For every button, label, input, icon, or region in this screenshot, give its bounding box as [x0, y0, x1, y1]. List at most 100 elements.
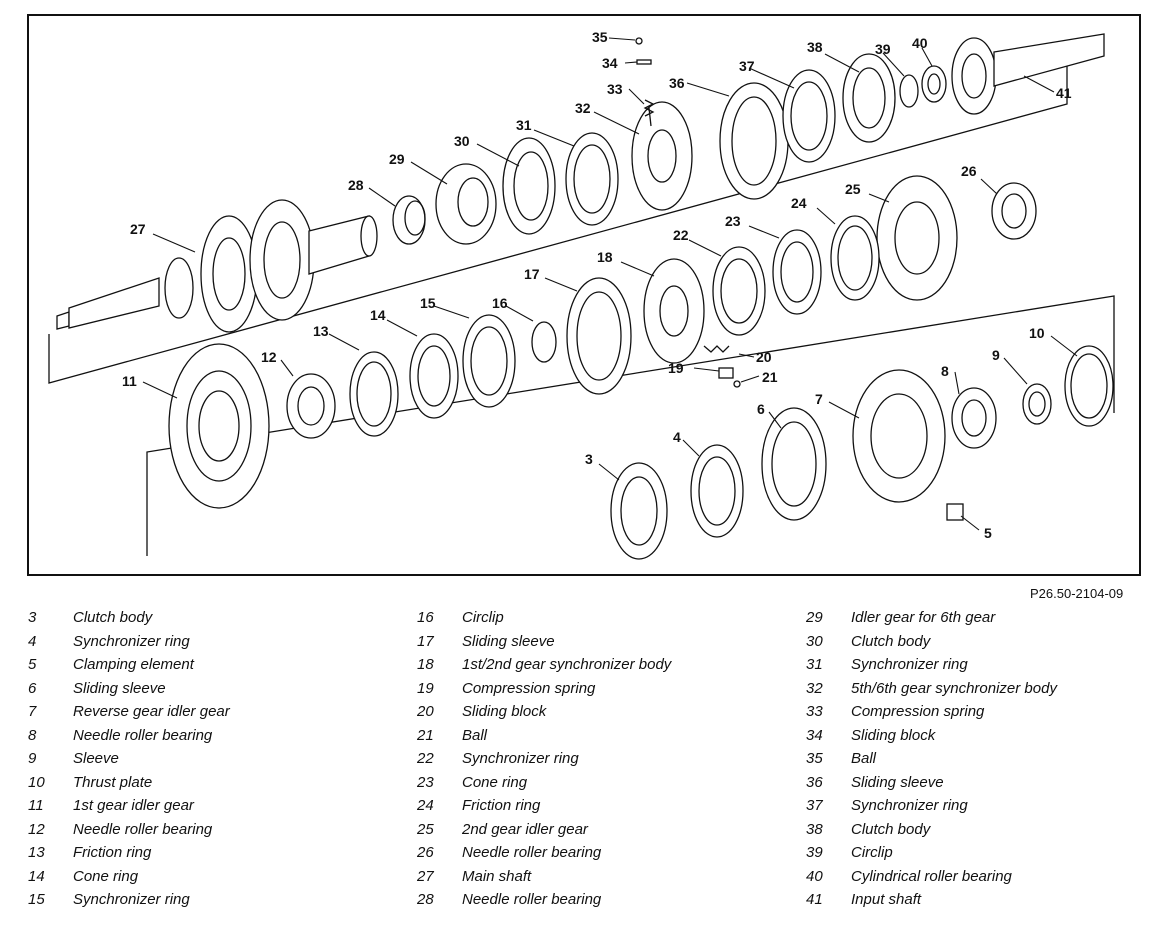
callout-number: 32 — [575, 100, 591, 116]
sync-body-18-drawing — [643, 258, 705, 364]
clutch-body-38-drawing — [842, 53, 896, 143]
callout-number: 28 — [348, 177, 364, 193]
callout-number: 40 — [912, 35, 928, 51]
idler-gear-11-drawing — [168, 343, 270, 509]
legend-part-name: Needle roller bearing — [462, 891, 602, 908]
callout-number: 11 — [122, 373, 137, 389]
cone-ring-23-drawing — [772, 229, 822, 315]
legend-part-name: Cylindrical roller bearing — [851, 867, 1012, 885]
sync-body-32-drawing — [631, 101, 693, 211]
callout-number: 13 — [313, 323, 329, 339]
callout-number: 23 — [725, 213, 741, 229]
legend-part-name: Clutch body — [73, 609, 153, 626]
sleeve-9-drawing — [1022, 383, 1052, 425]
legend-part-name: Compression spring — [462, 679, 596, 697]
legend-number: 17 — [417, 632, 434, 650]
callout-number: 24 — [791, 195, 807, 211]
legend-part-name: Synchronizer ring — [851, 797, 968, 814]
legend-part-name: 5th/6th gear synchronizer body — [851, 679, 1057, 697]
friction-ring-13-drawing — [349, 351, 399, 437]
legend-part-name: Needle roller bearing — [462, 844, 602, 861]
callout-number: 39 — [875, 41, 891, 57]
sync-ring-4-drawing — [690, 444, 744, 538]
legend-number: 16 — [417, 609, 434, 626]
legend-part-name: Circlip — [851, 844, 893, 861]
legend-number: 27 — [417, 867, 434, 885]
clamping-element-5-drawing — [946, 503, 964, 521]
main-shaft-drawing — [56, 199, 378, 333]
legend-number: 29 — [806, 609, 823, 626]
callout-number: 37 — [739, 58, 755, 74]
callout-number: 15 — [420, 295, 436, 311]
callout-number: 19 — [668, 360, 684, 376]
legend-part-name: Sliding sleeve — [851, 773, 944, 791]
legend-number: 18 — [417, 656, 434, 673]
callout-number: 20 — [756, 349, 772, 365]
callout-number: 3 — [585, 451, 593, 467]
legend-number: 6 — [28, 679, 37, 697]
callout-number: 31 — [516, 117, 532, 133]
legend-part-name: Friction ring — [73, 844, 152, 861]
cone-ring-14-drawing — [409, 333, 459, 419]
callout-number: 22 — [673, 227, 689, 243]
legend-part-name: Sliding sleeve — [462, 632, 555, 650]
callout-number: 10 — [1029, 325, 1045, 341]
callout-number: 41 — [1056, 85, 1072, 101]
legend-part-name: Sliding block — [462, 703, 547, 720]
sync-ring-22-drawing — [712, 246, 766, 336]
callout-number: 12 — [261, 349, 277, 365]
roller-bearing-40-drawing — [921, 65, 947, 103]
clutch-body-3-drawing — [610, 462, 668, 560]
detent-33-35-drawing — [635, 37, 655, 127]
sync-ring-15-drawing — [462, 314, 516, 408]
friction-ring-24-drawing — [830, 215, 880, 301]
callout-number: 7 — [815, 391, 823, 407]
sliding-sleeve-36-drawing — [719, 82, 789, 200]
legend-part-name: Ball — [462, 726, 488, 744]
diagram-canvas: 3456789101112131415161718192021222324252… — [48, 29, 1115, 560]
legend-part-name: Cone ring — [73, 867, 139, 885]
reverse-idler-gear-7-drawing — [852, 369, 946, 503]
legend-part-name: Synchronizer ring — [73, 891, 190, 908]
circlip-39-drawing — [899, 74, 919, 108]
legend-part-name: Clutch body — [851, 632, 931, 650]
legend-number: 33 — [806, 703, 823, 720]
legend-number: 34 — [806, 726, 823, 744]
legend-number: 13 — [28, 844, 45, 861]
legend-number: 24 — [417, 797, 434, 814]
panel-middle-outline — [146, 295, 1115, 556]
legend-part-name: Synchronizer ring — [73, 632, 190, 650]
leader-lines — [142, 37, 1078, 531]
clutch-body-30-drawing — [502, 137, 556, 235]
legend-part-name: Sliding block — [851, 726, 936, 744]
needle-bearing-28-drawing — [392, 195, 426, 245]
legend-number: 25 — [417, 820, 434, 838]
callout-number: 34 — [602, 55, 618, 71]
legend-number: 19 — [417, 679, 434, 697]
callout-number: 18 — [597, 249, 613, 265]
callout-number: 4 — [673, 429, 681, 445]
legend-part-name: Synchronizer ring — [851, 656, 968, 673]
legend-part-name: Circlip — [462, 609, 504, 626]
legend-number: 39 — [806, 844, 823, 861]
idler-gear-25-drawing — [876, 175, 958, 301]
callout-number: 8 — [941, 363, 949, 379]
callout-number: 25 — [845, 181, 861, 197]
callout-number: 27 — [130, 221, 146, 237]
legend-number: 30 — [806, 632, 823, 650]
legend-part-name: Synchronizer ring — [462, 750, 579, 767]
legend-number: 3 — [28, 609, 37, 626]
legend-part-name: 2nd gear idler gear — [462, 820, 588, 838]
legend-part-name: Idler gear for 6th gear — [851, 609, 996, 626]
legend-number: 8 — [28, 726, 37, 744]
legend-part-name: Sliding sleeve — [73, 679, 166, 697]
callout-number: 16 — [492, 295, 508, 311]
needle-bearing-12-drawing — [286, 373, 336, 439]
legend-number: 40 — [806, 867, 823, 885]
legend-number: 5 — [28, 656, 37, 673]
legend-number: 11 — [28, 797, 44, 814]
sync-ring-37-drawing — [782, 69, 836, 163]
legend-number: 32 — [806, 679, 823, 697]
legend-number: 36 — [806, 773, 823, 791]
legend-number: 31 — [806, 656, 823, 673]
